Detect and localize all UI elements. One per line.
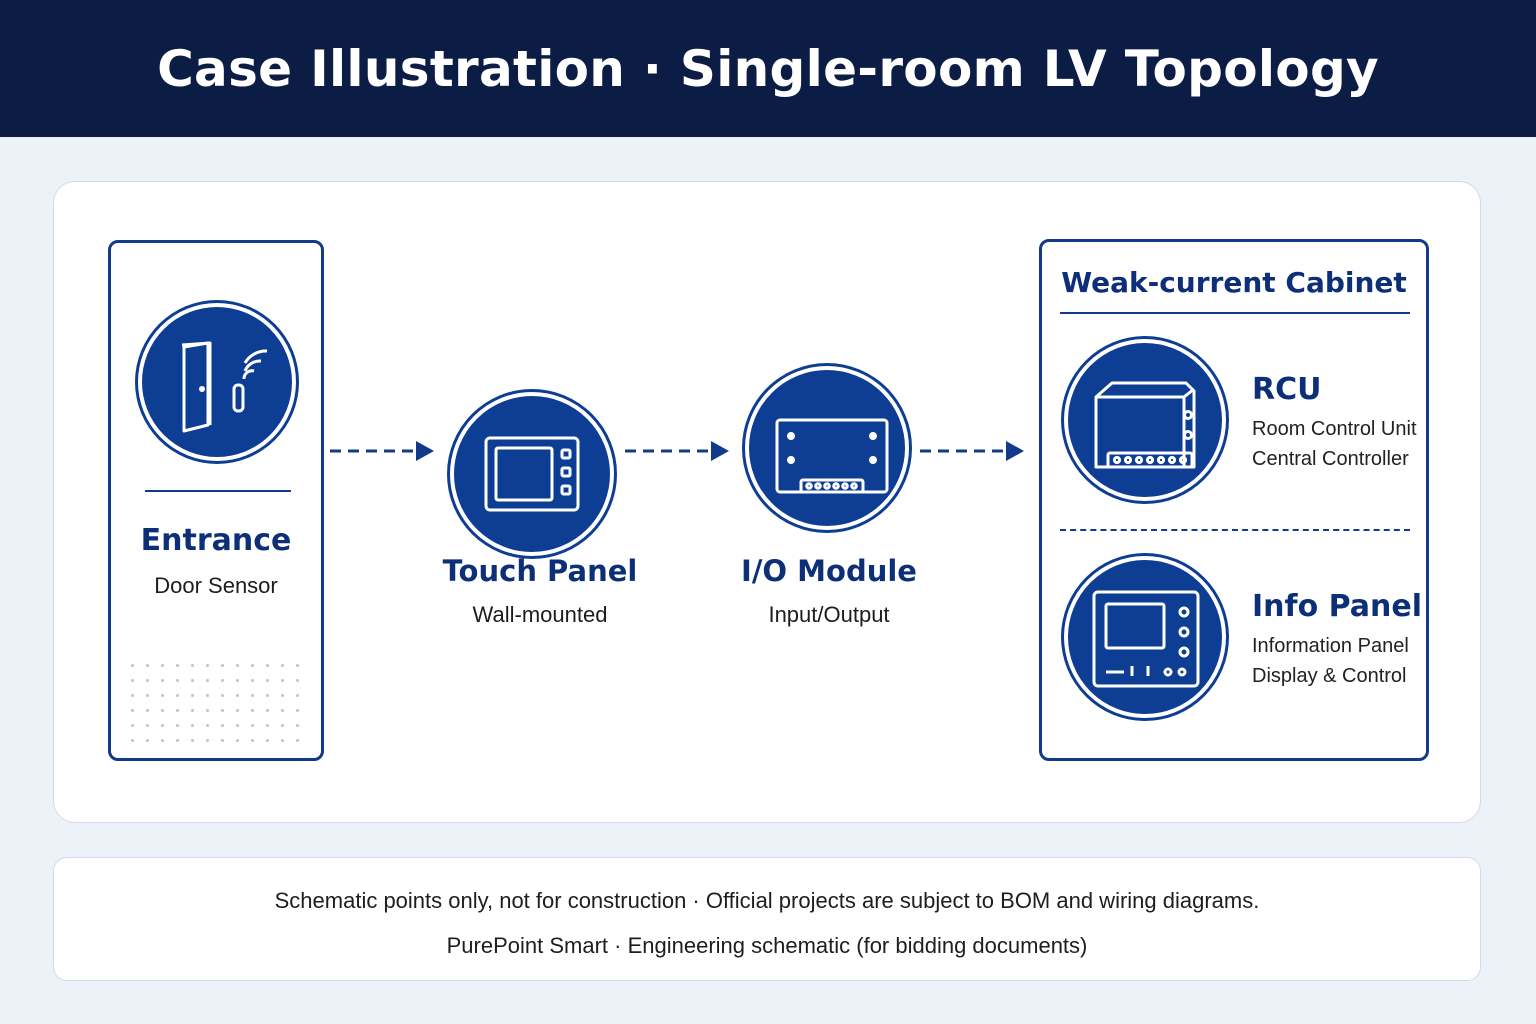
info-panel-line-2: Display & Control (1252, 665, 1407, 687)
cabinet-title: Weak-current Cabinet (1061, 266, 1407, 299)
footer-disclaimer: Schematic points only, not for construct… (274, 888, 1260, 913)
rcu-controller-icon (1064, 339, 1226, 501)
entrance-divider (145, 490, 291, 492)
info-panel-icon (1064, 556, 1226, 718)
footer-credit: PurePoint Smart · Engineering schematic … (446, 933, 1088, 958)
rcu-title: RCU (1252, 372, 1322, 407)
arrow-entrance-to-touch-panel (330, 441, 434, 461)
arrow-touch-panel-to-io-module (625, 441, 729, 461)
decorative-dot-grid (125, 658, 311, 750)
weak-current-cabinet-panel: Weak-current Cabinet (1039, 239, 1429, 761)
page-title: Case Illustration · Single-room LV Topol… (157, 39, 1379, 98)
door-sensor-icon (138, 303, 296, 461)
info-panel-title: Info Panel (1252, 589, 1423, 624)
header-bar: Case Illustration · Single-room LV Topol… (0, 0, 1536, 137)
entrance-title: Entrance (140, 523, 292, 558)
entrance-subtitle: Door Sensor (154, 573, 278, 598)
rcu-line-1: Room Control Unit (1252, 418, 1417, 440)
footer-note-card: Schematic points only, not for construct… (53, 857, 1481, 981)
cabinet-title-divider (1060, 312, 1410, 314)
cabinet-dashed-divider (1060, 529, 1410, 531)
rcu-line-2: Central Controller (1252, 448, 1409, 470)
entrance-panel: Entrance Door Sensor (108, 240, 324, 761)
topology-card: Entrance Door Sensor Touch Panel Wall-mo… (53, 181, 1481, 823)
arrow-io-module-to-cabinet (920, 441, 1024, 461)
info-panel-line-1: Information Panel (1252, 635, 1409, 657)
touch-panel-subtitle: Wall-mounted (472, 602, 608, 627)
touch-panel-title: Touch Panel (442, 554, 638, 588)
io-module-icon (745, 366, 909, 530)
io-module-title: I/O Module (741, 554, 917, 588)
io-module-subtitle: Input/Output (768, 602, 890, 627)
touch-panel-icon (450, 392, 614, 556)
